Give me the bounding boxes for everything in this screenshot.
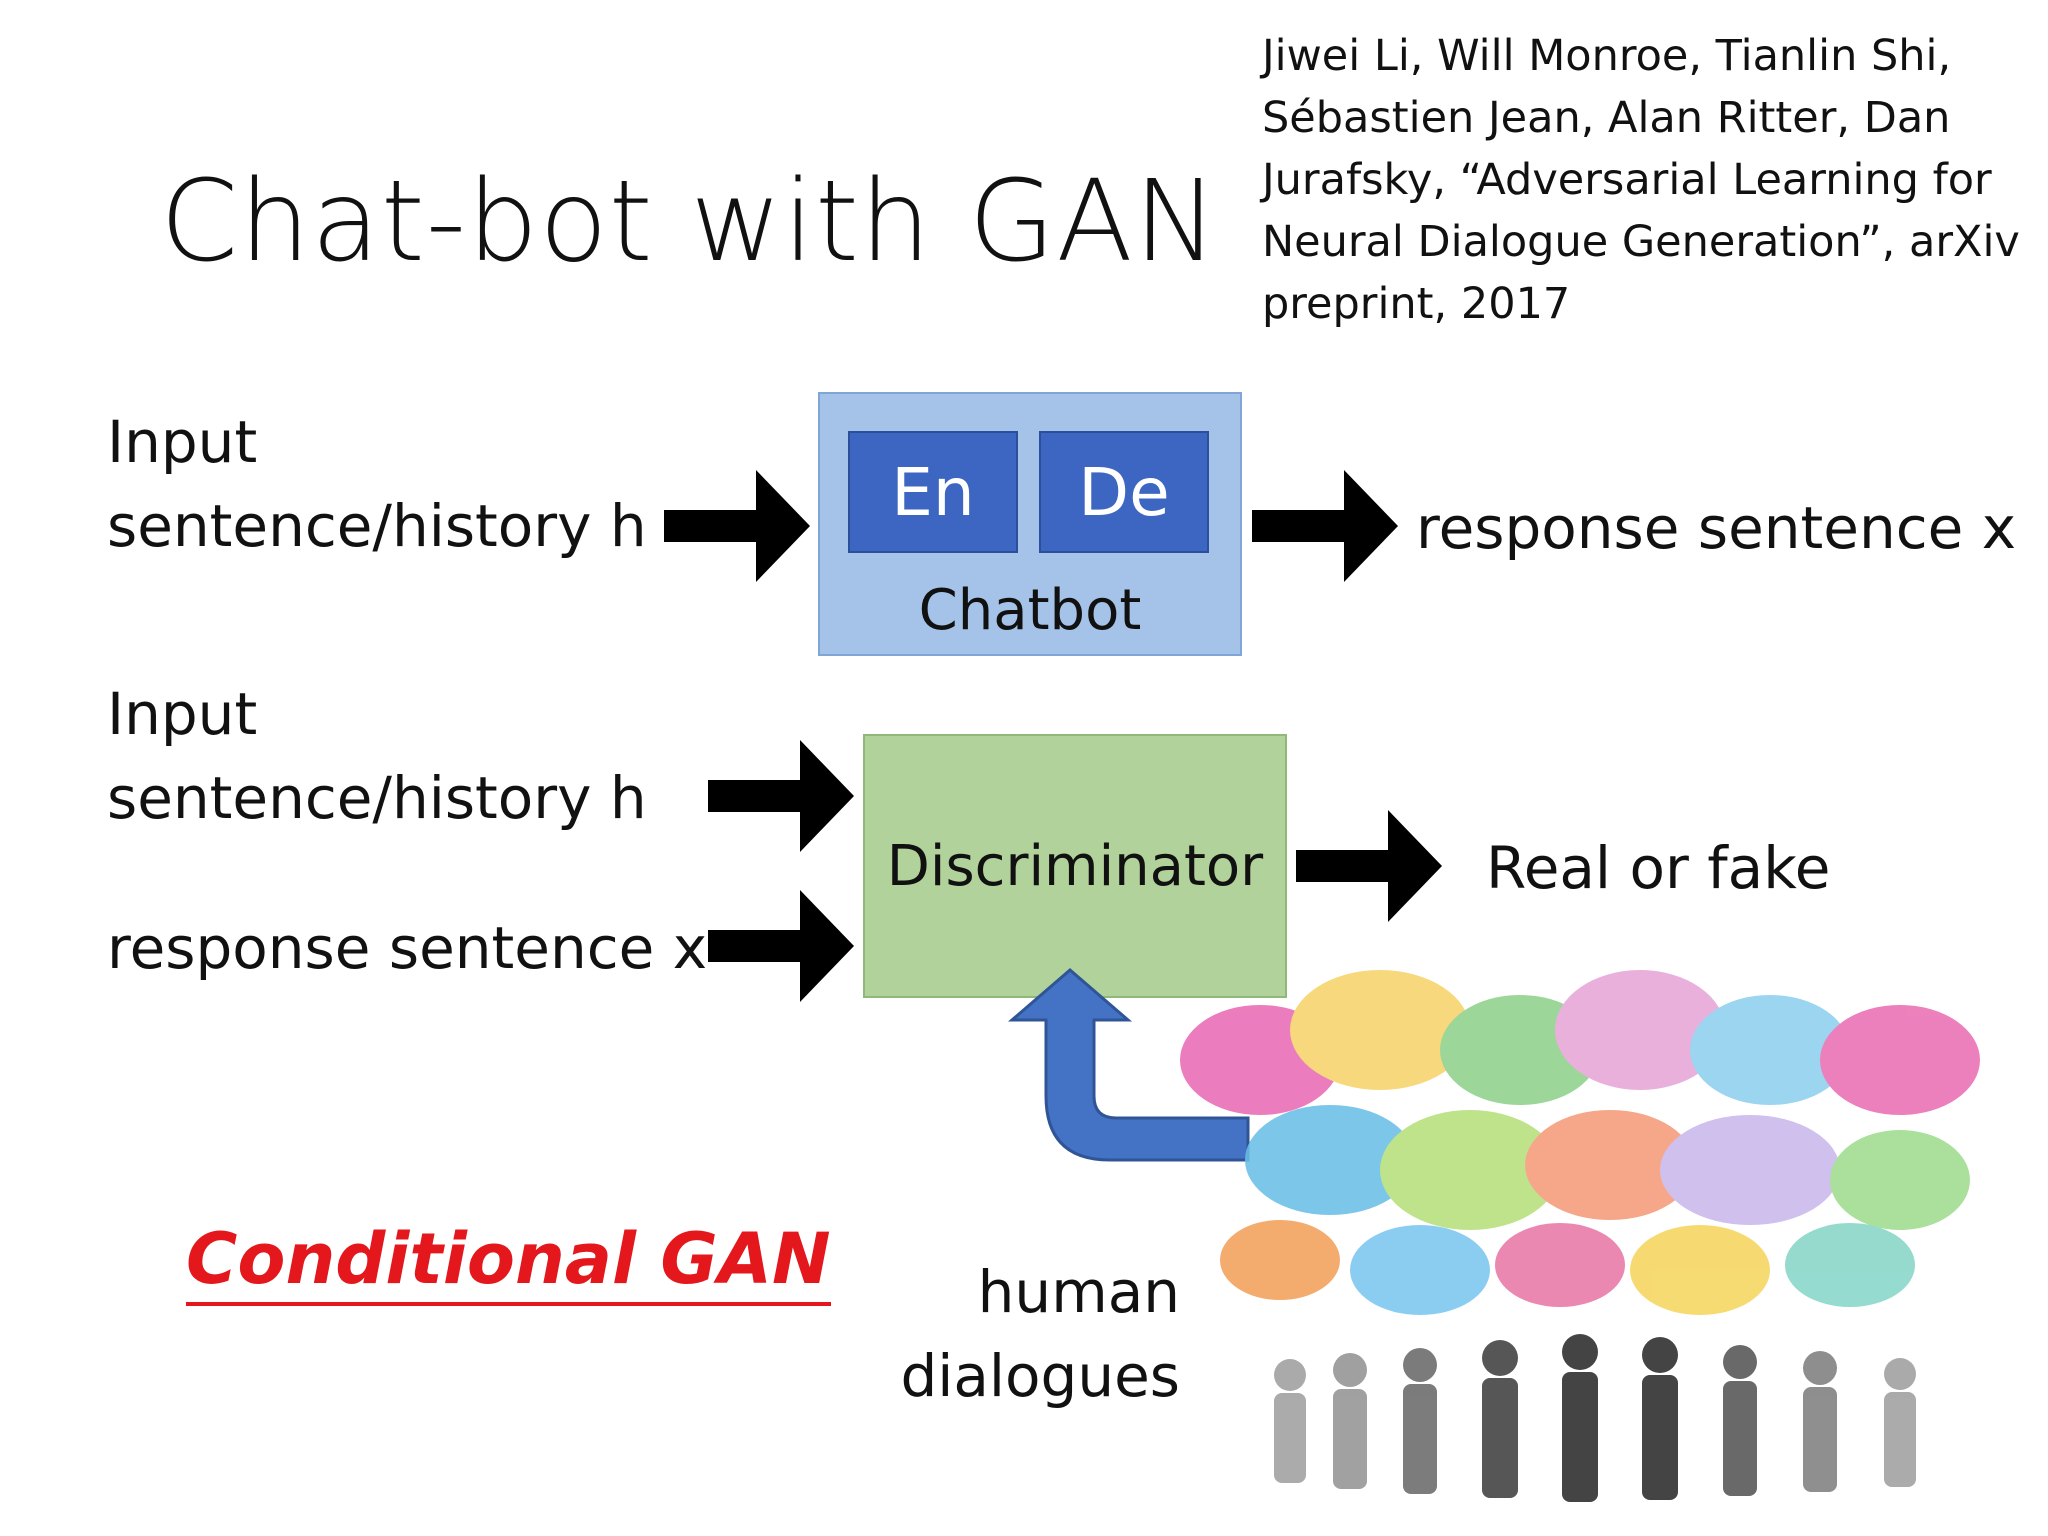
person-silhouette bbox=[1562, 1334, 1598, 1502]
bubble bbox=[1785, 1223, 1915, 1307]
arrow-history-to-discriminator bbox=[708, 740, 854, 852]
human-label-line1: human bbox=[977, 1258, 1180, 1326]
bubble bbox=[1525, 1110, 1695, 1220]
arrow-chatbot-to-output bbox=[1252, 470, 1398, 582]
person-silhouette bbox=[1642, 1337, 1678, 1500]
bubble bbox=[1630, 1225, 1770, 1315]
person-silhouette bbox=[1884, 1358, 1916, 1487]
disc-input-label-1: Input bbox=[107, 680, 258, 748]
bubble bbox=[1495, 1223, 1625, 1307]
crowd-illustration bbox=[1274, 1334, 1916, 1502]
arrow-input-to-chatbot bbox=[664, 470, 810, 582]
slide-title: Chat-bot with GAN bbox=[160, 157, 1219, 287]
chatbot-input-label-2: sentence/history h bbox=[107, 492, 647, 560]
feedback-arrow bbox=[1007, 968, 1250, 1162]
arrow-response-to-discriminator bbox=[708, 890, 854, 1002]
citation-text: Jiwei Li, Will Monroe, Tianlin Shi, Séba… bbox=[1262, 31, 2020, 329]
bubble bbox=[1660, 1115, 1840, 1225]
person-silhouette bbox=[1482, 1340, 1518, 1498]
discriminator-box: Discriminator bbox=[863, 734, 1287, 998]
bubble bbox=[1245, 1105, 1415, 1215]
bubble bbox=[1290, 970, 1470, 1090]
person-silhouette bbox=[1723, 1345, 1757, 1496]
person-silhouette bbox=[1274, 1359, 1306, 1483]
conditional-gan-label: Conditional GAN bbox=[186, 1218, 831, 1306]
encoder-block: En bbox=[848, 431, 1018, 553]
person-silhouette bbox=[1403, 1348, 1437, 1494]
speech-bubbles-illustration bbox=[1180, 970, 1980, 1315]
decoder-label: De bbox=[1078, 453, 1170, 531]
human-label-line2: dialogues bbox=[900, 1342, 1180, 1410]
bubble bbox=[1350, 1225, 1490, 1315]
bubble bbox=[1690, 995, 1850, 1105]
human-dialogues-label: human dialogues bbox=[880, 1250, 1180, 1418]
disc-input-label-2: sentence/history h bbox=[107, 764, 647, 832]
chatbot-input-label-1: Input bbox=[107, 408, 258, 476]
person-silhouette bbox=[1333, 1353, 1367, 1489]
chatbot-label: Chatbot bbox=[918, 578, 1142, 643]
encoder-label: En bbox=[891, 453, 975, 531]
disc-response-label: response sentence x bbox=[107, 914, 708, 982]
bubble bbox=[1555, 970, 1725, 1090]
bubble bbox=[1380, 1110, 1560, 1230]
bubble bbox=[1830, 1130, 1970, 1230]
arrow-discriminator-to-output bbox=[1296, 810, 1442, 922]
chatbot-output-label: response sentence x bbox=[1416, 494, 2017, 562]
discriminator-label: Discriminator bbox=[886, 833, 1264, 899]
decoder-block: De bbox=[1039, 431, 1209, 553]
bubble bbox=[1820, 1005, 1980, 1115]
bubble bbox=[1220, 1220, 1340, 1300]
person-silhouette bbox=[1803, 1351, 1837, 1492]
disc-output-label: Real or fake bbox=[1486, 834, 1831, 902]
